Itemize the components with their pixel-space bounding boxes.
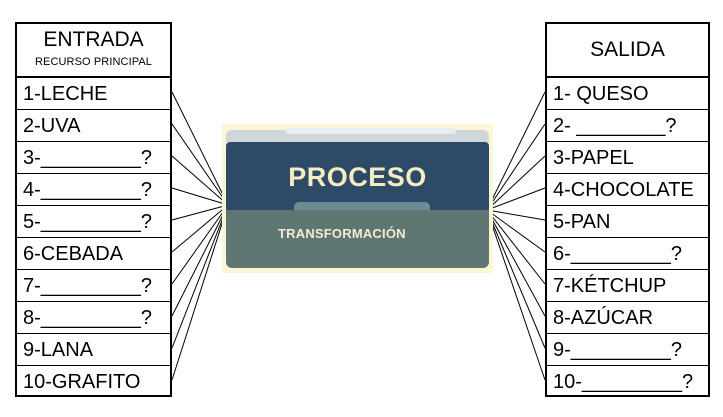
input-item: 1-LECHE bbox=[17, 78, 170, 110]
process-block: PROCESO TRANSFORMACIÓN bbox=[222, 124, 493, 273]
output-connector-line bbox=[486, 209, 546, 317]
input-item: 10-GRAFITO bbox=[23, 371, 141, 393]
output-item: 10-_________? bbox=[553, 371, 694, 393]
output-item: 2- ________? bbox=[547, 110, 708, 142]
output-item: 1- QUESO bbox=[547, 78, 708, 110]
output-connector-line bbox=[486, 123, 546, 211]
output-item: 5-PAN bbox=[547, 206, 708, 238]
output-connector-line bbox=[486, 209, 546, 253]
process-header-panel bbox=[226, 142, 489, 202]
input-item: 2-UVA bbox=[17, 110, 170, 142]
input-item: 3-_________? bbox=[17, 142, 170, 174]
output-table: SALIDA 1- QUESO 2- ________? 3-PAPEL 4-C… bbox=[545, 22, 710, 397]
process-footer-panel bbox=[226, 210, 489, 268]
output-connector-line bbox=[486, 209, 546, 381]
output-item: 7-KÉTCHUP bbox=[547, 270, 708, 302]
output-connector-line bbox=[486, 91, 546, 211]
input-item: 8-_________? bbox=[17, 302, 170, 334]
output-connector-line bbox=[486, 209, 546, 221]
input-item: 4-_________? bbox=[17, 174, 170, 206]
input-table-title: ENTRADA bbox=[43, 28, 144, 51]
output-item: 4-CHOCOLATE bbox=[547, 174, 708, 206]
output-table-title: SALIDA bbox=[590, 38, 665, 61]
process-subtitle: TRANSFORMACIÓN bbox=[278, 226, 406, 241]
output-connector-line bbox=[486, 155, 546, 211]
input-connector-line bbox=[171, 155, 229, 206]
process-title: PROCESO bbox=[288, 162, 427, 192]
input-connector-line bbox=[171, 204, 229, 285]
input-item: 9-LANA bbox=[17, 334, 170, 366]
input-item: 5-_________? bbox=[17, 206, 170, 238]
input-table-subtitle: RECURSO PRINCIPAL bbox=[34, 56, 153, 68]
output-item: 3-PAPEL bbox=[547, 142, 708, 174]
folder-tab bbox=[226, 128, 489, 142]
output-table-header: SALIDA bbox=[547, 24, 708, 78]
output-connector-line bbox=[486, 209, 546, 349]
output-connector-line bbox=[486, 209, 546, 285]
input-connector-line bbox=[171, 204, 229, 221]
input-connector-line bbox=[171, 204, 229, 253]
input-connector-line bbox=[171, 204, 229, 349]
input-item: 6-CEBADA bbox=[17, 238, 170, 270]
input-connector-line bbox=[171, 187, 229, 206]
input-connector-line bbox=[171, 91, 229, 206]
output-item: 6-_________? bbox=[547, 238, 708, 270]
input-connector-line bbox=[171, 123, 229, 206]
output-connector-line bbox=[486, 187, 546, 211]
input-connector-line bbox=[171, 204, 229, 381]
input-table: ENTRADA RECURSO PRINCIPAL 1-LECHE 2-UVA … bbox=[15, 22, 172, 397]
output-item: 9-_________? bbox=[547, 334, 708, 366]
input-item: 7-_________? bbox=[17, 270, 170, 302]
input-connector-line bbox=[171, 204, 229, 317]
input-table-header: ENTRADA RECURSO PRINCIPAL bbox=[17, 24, 170, 78]
process-folder-graphic: PROCESO TRANSFORMACIÓN bbox=[226, 128, 489, 268]
output-item: 8-AZÚCAR bbox=[547, 302, 708, 334]
